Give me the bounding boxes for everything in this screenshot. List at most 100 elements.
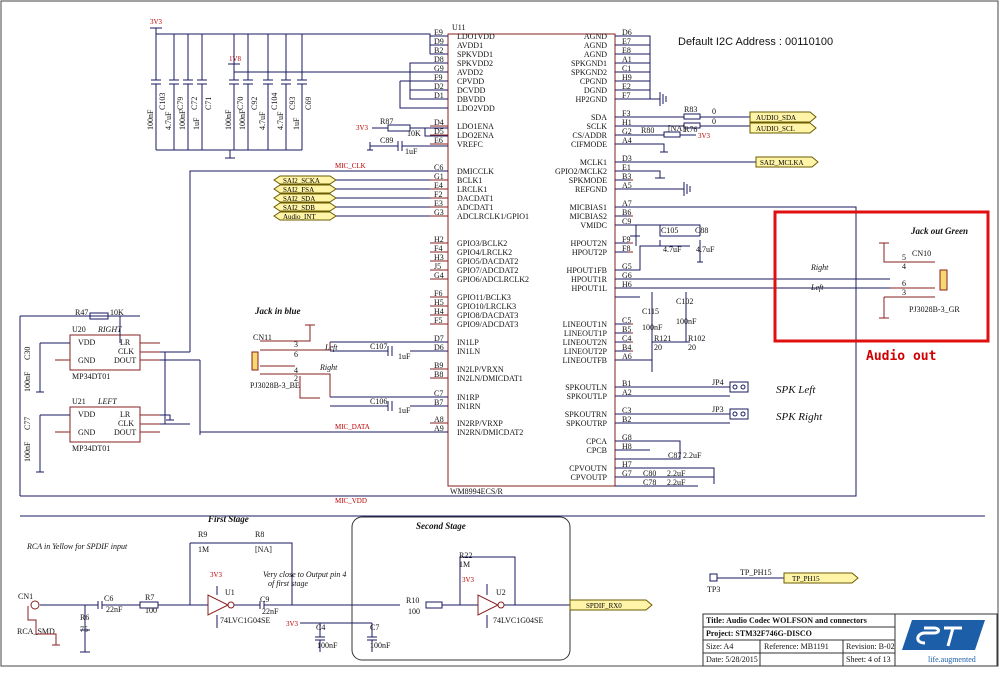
c6-ref: C6 [104,594,113,603]
codec-left-pin-num: D7 [434,334,444,343]
codec-right-pin-name: HPOUT2P [572,248,608,257]
codec-left-pin-num: F4 [434,244,442,253]
mic-pin-gnd: GND [78,428,96,437]
r87-ref: R87 [380,117,393,126]
codec-left-pin-num: C7 [434,389,443,398]
st-logo-icon [902,620,985,650]
codec-right-pin-num: F9 [622,235,630,244]
c7-ref: C7 [370,623,379,632]
codec-left-pin-num: C6 [434,163,443,172]
r6-value: 75 [80,625,88,634]
c105-ref: C105 [661,226,678,235]
codec-right-pin-num: F7 [622,91,630,100]
codec-right-pin-name: GPIO2/MCLK2 [555,167,607,176]
codec-right-pin-name: REFGND [575,185,607,194]
codec-right-pin-num: A6 [622,352,632,361]
codec-right-pin-name: MCLK1 [580,158,607,167]
codec-left-pin-name: GPIO4/LRCLK2 [457,248,512,257]
top-cap-symbol [243,34,253,150]
r8-value: [NA] [255,545,272,554]
codec-left-pin-num: J5 [434,262,441,271]
top-cap-value: 100nF [238,109,247,130]
codec-left-pin-name: SPKVDD2 [457,59,493,68]
codec-left-pin-name: IN1RN [457,402,481,411]
c7-value: 100nF [370,641,391,650]
codec-left-pin-name: GPIO3/BCLK2 [457,239,507,248]
sai-net-tag [273,211,337,221]
mic-body [69,334,141,371]
power-rails: 3V3 1V8 [150,18,448,109]
jack-in-title: Jack in blue [254,306,301,316]
top-cap-value: 100nF [224,109,233,130]
codec-right-pin-name: SPKMODE [569,176,607,185]
mic-data-label: MIC_DATA [335,423,370,431]
u1-ref: U1 [225,588,235,597]
sai-net-tag [273,175,337,185]
u2-3v3: 3V3 [462,576,475,584]
jack-in-pin2: 2 [294,374,298,383]
codec-left-pin-name: IN1LN [457,347,480,356]
codec-left-pin-num: E9 [434,28,443,37]
codec-left-pin-name: GPIO8/DACDAT3 [457,311,518,320]
codec-left-pin-num: F6 [434,289,442,298]
jack-out-ref: CN10 [912,249,931,258]
r8-ref: R8 [255,530,264,539]
r6-ref: R6 [80,613,89,622]
c77-ref: C77 [23,417,32,430]
codec-right-pin-name: SCLK [587,122,608,131]
top-cap-ref: C92 [250,97,259,110]
audio-scl-tag [749,122,817,134]
codec-ref: U11 [452,23,465,32]
codec-right-pin-name: AGND [584,32,607,41]
codec-left-pin-name: GPIO5/DACDAT2 [457,257,518,266]
top-decoupling-caps: 100nFC1034.7uFC79100nFC721uFC71100nFC701… [146,34,313,159]
codec-right-pin-num: H8 [622,442,632,451]
codec-left-pin-name: SPKVDD1 [457,50,493,59]
codec-right-pin-num: D6 [622,28,632,37]
codec-left-pin-num: G9 [434,64,444,73]
codec-right-pin-num: F3 [622,109,630,118]
codec-left-pin-num: E6 [434,136,443,145]
spdif-rx0-tag [569,599,653,611]
c30-value: 100nF [23,371,32,392]
codec-right-pin-num: A5 [622,181,632,190]
codec-left-pin-name: ADCLRCLK1/GPIO1 [457,212,529,221]
mic-vdd-label: MIC_VDD [335,497,367,505]
codec-inputs: C107 1uF C106 1uF [330,341,448,415]
codec-left-pin-name: BCLK1 [457,176,482,185]
codec-right-pin-num: H9 [622,73,632,82]
codec-right-pin-num: B4 [622,343,631,352]
codec-right-pin-num: C5 [622,316,631,325]
sai-net-label: SAI2_FSA [283,186,314,194]
speaker-pin [732,411,738,417]
top-cap-symbol [169,34,179,150]
speaker-label: SPK Right [776,411,823,423]
codec-right-pin-name: SPKOUTRN [565,410,607,419]
codec-left-pin-num: G3 [434,208,444,217]
codec-left-pin-name: LDO1VDD [457,32,495,41]
stage-note-2: of first stage [268,579,308,588]
codec-right-pin-name: SDA [591,113,607,122]
date-text: Date: 5/28/2015 [706,655,758,664]
codec-right-pin-num: G2 [622,127,632,136]
codec-right-pin-num: E2 [622,82,631,91]
c77-value: 100nF [23,441,32,462]
speaker-header-body [729,381,749,393]
r80-3v3: 3V3 [698,132,711,140]
spdif-rx0-net: SPDIF_RX0 [586,602,622,610]
top-cap-symbol [263,34,273,150]
codec-right-pin-name: MICBIAS1 [570,203,607,212]
codec-left-pin-name: GPIO9/ADCDAT3 [457,320,518,329]
codec-left-pin-num: H5 [434,298,444,307]
mic-pin-clk: CLK [118,419,134,428]
r83-ref: R83 [684,105,697,114]
mic-clk-label: MIC_CLK [335,162,366,170]
u1-3v3: 3V3 [210,571,223,579]
u2-inverter [477,594,500,616]
codec-right-pin-name: HPOUT2N [571,239,608,248]
tp3-ref: TP3 [707,585,720,594]
jack-out-pin5: 5 [902,253,906,262]
r9-value: 1M [198,545,209,554]
